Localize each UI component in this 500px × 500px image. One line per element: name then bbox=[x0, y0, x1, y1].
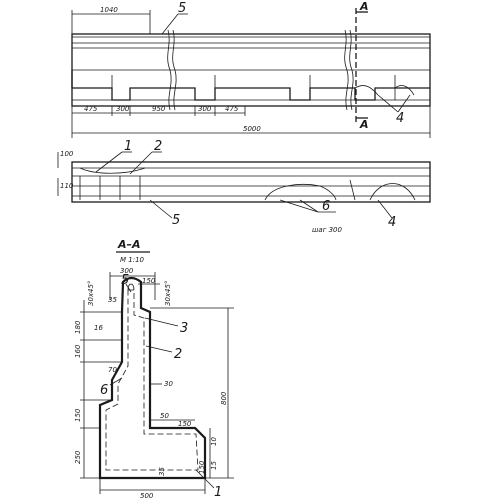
plan-outline bbox=[71, 161, 431, 203]
callout-4-plan: 4 bbox=[388, 215, 396, 230]
dim-35-top: 35 bbox=[108, 296, 117, 304]
callout-5-plan: 5 bbox=[172, 213, 180, 228]
section-scale: М 1:10 bbox=[120, 256, 145, 264]
section-mark-top: A bbox=[359, 0, 369, 13]
dim-110: 110 bbox=[60, 182, 74, 190]
dim-35-low: 35 bbox=[158, 467, 166, 476]
section-title: A–A bbox=[117, 238, 141, 251]
dim-250: 250 bbox=[74, 450, 82, 464]
dim-475-a: 475 bbox=[84, 105, 98, 113]
spacing-note: шаг 300 bbox=[312, 226, 343, 234]
dim-16: 16 bbox=[94, 324, 103, 332]
section-view: A–A М 1:10 300 150 30x45° 30x45° 5 35 18… bbox=[74, 238, 234, 500]
dim-5000: 5000 bbox=[243, 125, 261, 133]
plan-opening-2 bbox=[369, 183, 416, 201]
dim-150-low: 150 bbox=[198, 460, 206, 474]
callout-6-section: 6 bbox=[100, 383, 108, 398]
plan-view: 100 110 1 2 5 6 шаг 300 4 bbox=[57, 139, 431, 234]
callout-5-elevation: 5 bbox=[178, 1, 186, 16]
dim-475-b: 475 bbox=[225, 105, 239, 113]
callout-4-elevation: 4 bbox=[396, 111, 404, 126]
dim-300-a: 300 bbox=[116, 105, 130, 113]
callout-6-plan: 6 bbox=[322, 199, 330, 214]
plan-opening-1 bbox=[264, 184, 337, 201]
callout-3-section: 3 bbox=[180, 321, 188, 336]
dim-800: 800 bbox=[220, 391, 228, 405]
dim-300-section: 300 bbox=[120, 267, 134, 275]
dim-950: 950 bbox=[152, 105, 166, 113]
dim-50: 50 bbox=[160, 412, 169, 420]
dim-chamfer-left: 30x45° bbox=[87, 281, 95, 306]
callout-2-plan: 2 bbox=[154, 139, 162, 154]
callout-1-section: 1 bbox=[214, 485, 222, 500]
dim-1040: 1040 bbox=[100, 6, 118, 14]
dim-300-b: 300 bbox=[198, 105, 212, 113]
section-mark-bottom: A bbox=[359, 118, 369, 131]
dim-100: 100 bbox=[60, 150, 74, 158]
break-line-left bbox=[167, 29, 172, 111]
section-reinforcement bbox=[105, 289, 199, 471]
callout-5-section: 5 bbox=[121, 273, 129, 288]
dim-150-left: 150 bbox=[74, 408, 82, 422]
dim-70: 70 bbox=[108, 366, 117, 374]
dim-500: 500 bbox=[140, 492, 154, 500]
dim-30: 30 bbox=[164, 380, 173, 388]
dim-chamfer-right: 30x45° bbox=[164, 281, 172, 306]
dim-180: 180 bbox=[74, 320, 82, 334]
dim-150-right: 150 bbox=[178, 420, 192, 428]
dim-150-top: 150 bbox=[142, 277, 156, 285]
callout-1-plan: 1 bbox=[124, 139, 132, 154]
callout-2-section: 2 bbox=[174, 347, 182, 362]
dim-15: 15 bbox=[210, 461, 218, 470]
break-line-right bbox=[344, 29, 349, 111]
dim-10: 10 bbox=[210, 437, 218, 446]
section-outline bbox=[98, 276, 207, 480]
elevation-view: A A 1040 5 4 475 300 950 300 475 5000 bbox=[71, 0, 431, 138]
elevation-notches bbox=[71, 70, 430, 101]
dim-160: 160 bbox=[74, 344, 82, 358]
